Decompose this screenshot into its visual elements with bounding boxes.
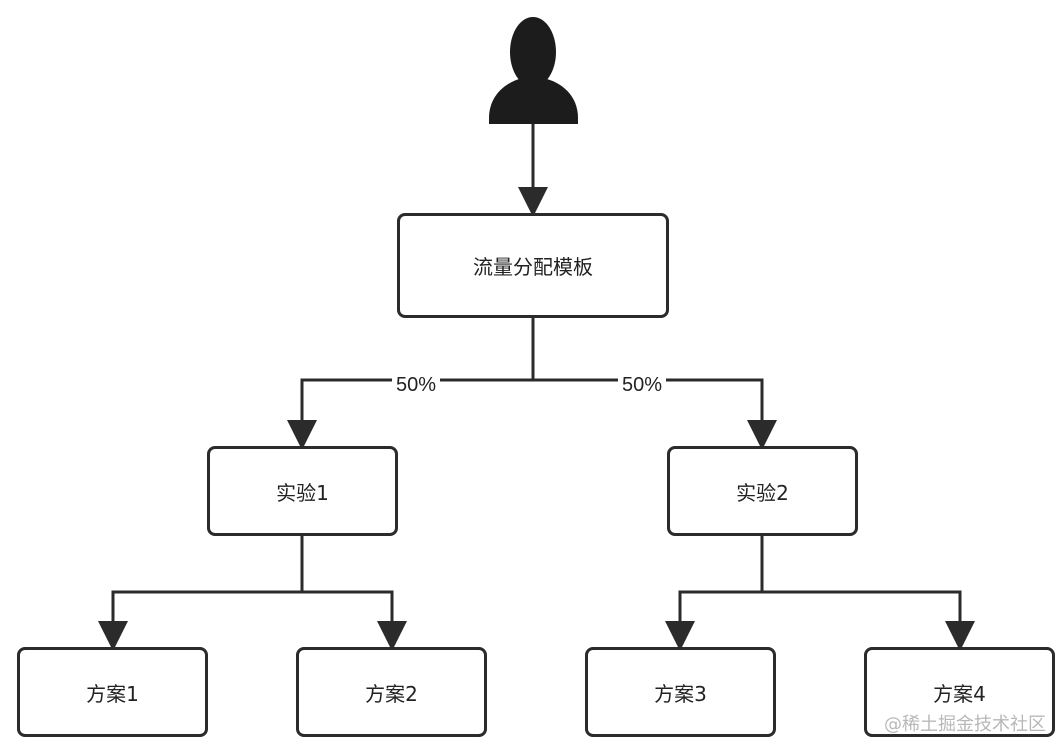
connector-exp1-plans: [98, 536, 304, 651]
experiment-node-1-label: 实验1: [276, 480, 329, 505]
connector-root-split-right: [533, 378, 777, 450]
plan-node-4: 方案4: [864, 647, 1055, 737]
root-node: 流量分配模板: [397, 213, 669, 318]
root-node-label: 流量分配模板: [473, 255, 593, 279]
connector-exp2-plans: [665, 536, 764, 651]
split-label-right: 50%: [618, 374, 667, 396]
plan-node-2-label: 方案2: [365, 681, 418, 706]
plan-node-3: 方案3: [585, 647, 776, 737]
experiment-node-2-label: 实验2: [736, 480, 789, 505]
user-icon: [489, 17, 578, 124]
split-label-left: 50%: [392, 374, 441, 396]
plan-node-1-label: 方案1: [86, 681, 139, 706]
plan-node-4-label: 方案4: [933, 681, 986, 706]
connector-exp2-plan4: [762, 590, 975, 651]
plan-node-2: 方案2: [296, 647, 487, 737]
connector-exp1-plan2: [302, 590, 407, 651]
watermark: @稀土掘金技术社区: [884, 714, 1046, 735]
plan-node-1: 方案1: [17, 647, 208, 737]
experiment-node-2: 实验2: [667, 446, 858, 536]
plan-node-3-label: 方案3: [654, 681, 707, 706]
experiment-node-1: 实验1: [207, 446, 398, 536]
